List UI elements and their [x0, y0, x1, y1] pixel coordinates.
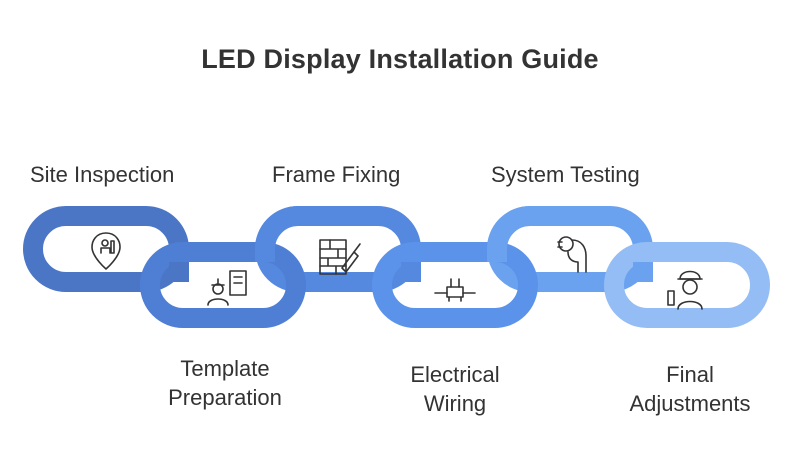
step-label-line: Preparation	[168, 385, 282, 410]
chain-link-template-preparation	[140, 242, 306, 328]
step-label-template-preparation: Template Preparation	[150, 354, 300, 412]
step-label-final-adjustments: Final Adjustments	[610, 360, 770, 418]
step-label-line: Template	[180, 356, 270, 381]
step-label-frame-fixing: Frame Fixing	[272, 162, 401, 187]
step-label-line: Adjustments	[629, 391, 751, 416]
chain-overlap-frame-fixing	[255, 206, 299, 262]
hand-plug-icon	[557, 236, 587, 273]
architect-blueprint-icon	[207, 270, 247, 306]
step-label-line: Final	[666, 362, 714, 387]
chain-overlap-system-testing	[487, 206, 531, 262]
location-pin-icon	[91, 232, 121, 270]
step-label-line: Wiring	[423, 391, 487, 416]
step-label-system-testing: System Testing	[491, 162, 640, 187]
chain-link-electrical-wiring	[372, 242, 538, 328]
chain-link-final-adjustments	[604, 242, 770, 328]
step-label-line: Electrical	[410, 362, 500, 387]
worker-helmet-icon	[667, 270, 703, 310]
page-title: LED Display Installation Guide	[201, 44, 599, 74]
wire-connector-icon	[434, 278, 476, 302]
step-label-site-inspection: Site Inspection	[30, 162, 175, 187]
brick-trowel-icon	[319, 239, 361, 275]
step-label-electrical-wiring: Electrical Wiring	[380, 360, 530, 418]
